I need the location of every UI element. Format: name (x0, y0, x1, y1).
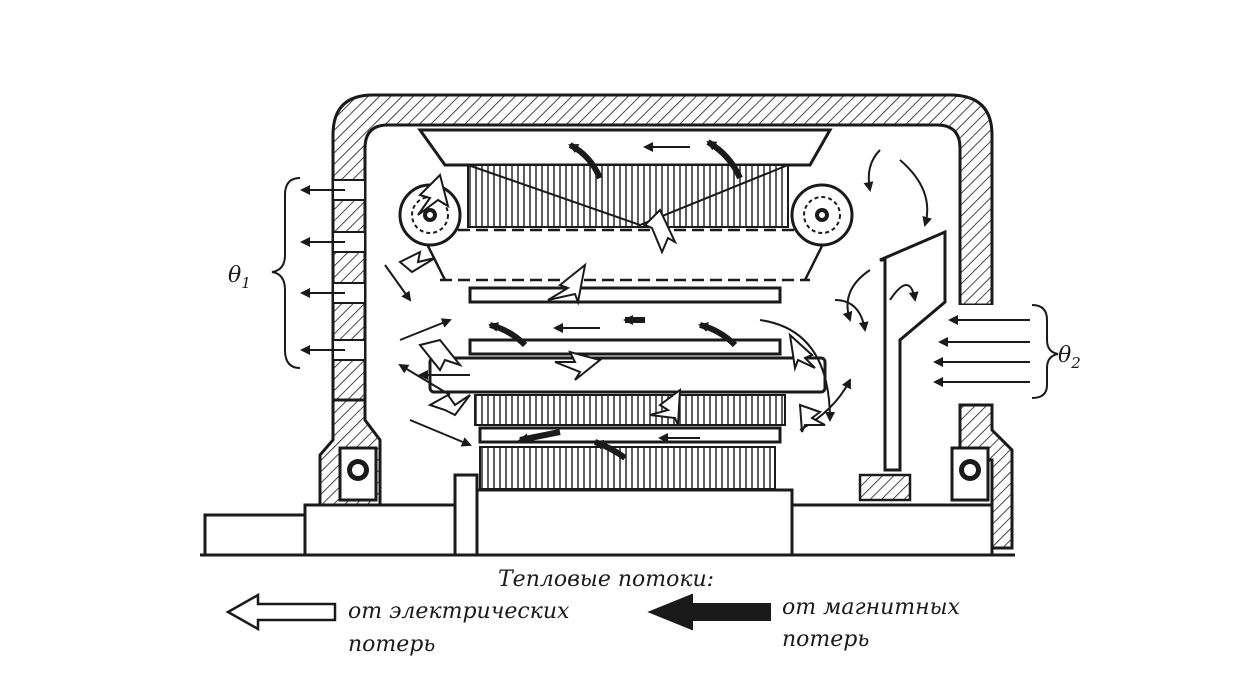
legend-magnetic-line2: потерь (782, 627, 869, 652)
legend-electric-line2: потерь (348, 632, 435, 657)
theta1-brace (271, 177, 301, 369)
stator-lower-bar (468, 286, 782, 304)
right-baffle-foot (858, 473, 912, 502)
magnetic-loss-arrows (488, 139, 743, 461)
theta2-label: θ2 (1058, 343, 1081, 372)
right-bearing (950, 446, 990, 502)
rotor-upper-bar (468, 338, 782, 356)
rotor-core (428, 356, 827, 394)
theta2-brace (1031, 304, 1059, 399)
shaft (203, 473, 994, 557)
legend-magnetic-line1: от магнитных (782, 595, 961, 620)
stator-upper-winding (467, 164, 789, 228)
rotor-lower-winding (474, 394, 786, 426)
theta1-label: θ1 (228, 263, 251, 292)
stator-upper-frame (417, 128, 833, 167)
rotor-bottom-winding (479, 446, 776, 490)
flow-arrows (384, 142, 933, 447)
legend-electric-arrow (225, 592, 337, 632)
right-baffle (879, 229, 947, 472)
right-fan (790, 183, 854, 247)
inlet-arrows (933, 315, 1030, 387)
legend-title: Тепловые потоки: (498, 567, 714, 592)
legend-magnetic-arrow (647, 593, 771, 631)
right-inlet-opening (958, 305, 994, 405)
left-bearing (338, 446, 378, 502)
left-vent-slots (332, 179, 366, 361)
electric-loss-arrows (398, 173, 826, 433)
legend-electric-line1: от электрических (348, 599, 570, 624)
outlet-arrows (300, 185, 345, 355)
